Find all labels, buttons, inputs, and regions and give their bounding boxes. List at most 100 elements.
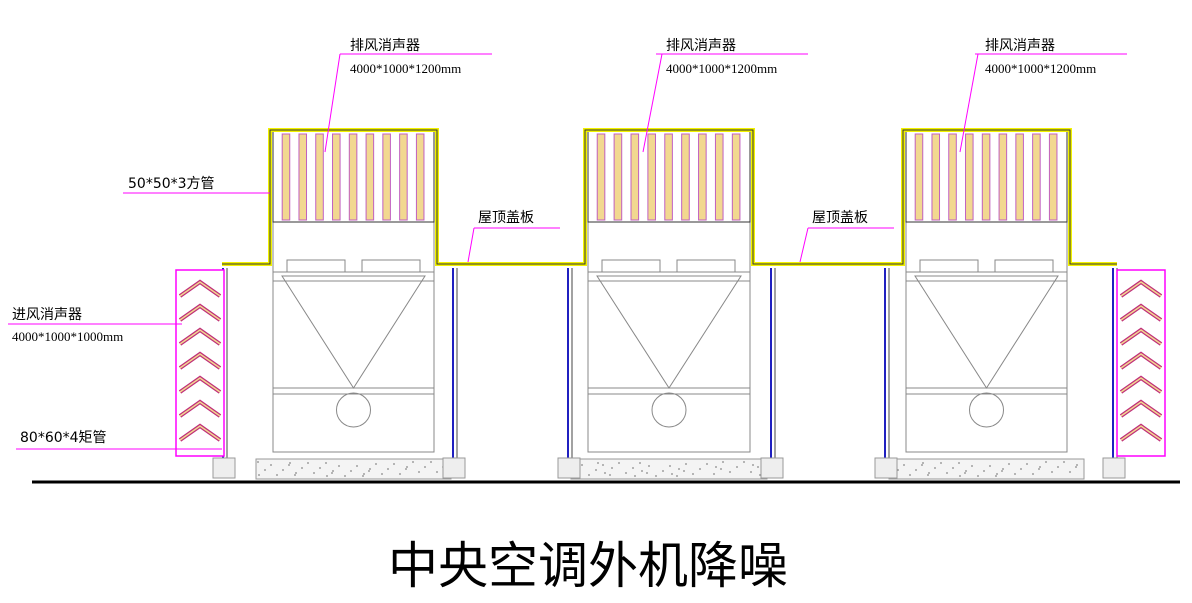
base-speck-2-3	[646, 472, 648, 474]
base-speck-1-8	[325, 462, 327, 464]
silencer-baffle-2-1	[596, 133, 606, 221]
base-speck-2-30	[685, 463, 687, 465]
base-speck-3-7	[921, 464, 923, 466]
base-speck-1-40	[363, 473, 365, 475]
ac-unit-coil-2	[596, 275, 742, 389]
silencer-baffle-3-5	[981, 133, 991, 221]
base-speck-3-18	[946, 472, 948, 474]
base-speck-1-28	[301, 467, 303, 469]
column-footing-6	[1102, 457, 1126, 479]
base-speck-3-24	[977, 475, 979, 477]
base-speck-2-16	[743, 461, 745, 463]
base-speck-3-39	[959, 475, 961, 477]
ac-unit-coil-1	[281, 275, 426, 389]
silencer-baffle-3-8	[1032, 133, 1041, 221]
silencer-baffle-3-1	[914, 133, 924, 221]
concrete-base-3	[888, 458, 1085, 480]
base-speck-1-11	[436, 471, 438, 473]
base-speck-2-19	[662, 470, 664, 472]
base-speck-1-14	[356, 465, 358, 467]
silencer-baffle-3-9	[1048, 133, 1058, 221]
base-speck-2-32	[759, 474, 761, 476]
base-speck-1-17	[276, 474, 278, 476]
column-footing-3	[557, 457, 581, 479]
base-speck-3-29	[971, 465, 973, 467]
silencer-baffle-1-1	[281, 133, 291, 221]
base-speck-1-38	[289, 462, 291, 464]
base-speck-1-36	[406, 466, 408, 468]
leader-2	[642, 53, 663, 153]
base-speck-3-16	[1063, 461, 1065, 463]
leader-1	[324, 53, 341, 153]
base-speck-2-36	[715, 466, 717, 468]
fan-icon-2	[651, 392, 687, 428]
fan-housing-left-1	[286, 259, 346, 273]
intake-silencer-left-chevron-fill-1	[179, 281, 221, 297]
base-speck-3-37	[1076, 464, 1078, 466]
base-speck-3-17	[909, 474, 911, 476]
base-speck-3-10	[1032, 473, 1034, 475]
silencer-baffle-2-9	[731, 133, 741, 221]
base-speck-3-31	[1045, 461, 1047, 463]
base-speck-2-23	[618, 462, 620, 464]
base-speck-1-16	[430, 461, 432, 463]
intake-silencer-left-chevron-fill-7	[179, 425, 221, 441]
base-speck-2-21	[736, 466, 738, 468]
base-speck-1-33	[295, 472, 297, 474]
base-speck-1-3	[331, 472, 333, 474]
base-speck-1-4	[368, 470, 370, 472]
base-speck-3-34	[965, 470, 967, 472]
roof-leader-2	[799, 227, 809, 263]
base-speck-3-23	[940, 462, 942, 464]
base-speck-3-9	[995, 475, 997, 477]
silencer-baffle-3-6	[998, 133, 1008, 221]
column-footing-2	[442, 457, 466, 479]
exhaust-silencer-label-2: 排风消声器	[666, 38, 736, 54]
base-speck-2-4	[683, 470, 685, 472]
base-speck-2-2	[609, 474, 611, 476]
roof-leader-1	[467, 227, 475, 263]
intake-silencer-right-chevron-fill-6	[1120, 401, 1162, 417]
intake-silencer-right-chevron-fill-7	[1120, 425, 1162, 441]
base-speck-1-35	[369, 468, 371, 470]
exhaust-plenum-3	[905, 221, 1068, 273]
base-speck-3-28	[934, 467, 936, 469]
exhaust-silencer-size-1: 4000*1000*1200mm	[350, 61, 461, 76]
silencer-baffle-2-4	[647, 133, 656, 221]
base-speck-2-12	[595, 469, 597, 471]
base-speck-1-15	[393, 463, 395, 465]
base-speck-2-34	[641, 470, 643, 472]
base-speck-3-26	[1051, 471, 1053, 473]
base-speck-1-2	[294, 474, 296, 476]
base-speck-2-31	[722, 461, 724, 463]
base-speck-2-13	[632, 467, 634, 469]
base-speck-3-21	[1057, 466, 1059, 468]
silencer-baffle-3-2	[931, 133, 941, 221]
base-speck-2-26	[729, 471, 731, 473]
silencer-baffle-1-2	[298, 133, 308, 221]
ac-unit-coil-3	[914, 275, 1059, 389]
base-speck-3-3	[964, 472, 966, 474]
base-speck-3-4	[1001, 470, 1003, 472]
fan-housing-right-2	[676, 259, 736, 273]
base-speck-1-32	[258, 474, 260, 476]
base-speck-2-5	[720, 468, 722, 470]
base-speck-1-13	[319, 467, 321, 469]
base-speck-2-25	[692, 473, 694, 475]
drawing-structure	[8, 53, 1180, 484]
base-speck-3-6	[1075, 466, 1077, 468]
base-speck-1-5	[405, 468, 407, 470]
silencer-baffle-2-5	[664, 133, 673, 221]
base-speck-3-38	[922, 462, 924, 464]
concrete-base-1	[255, 458, 452, 480]
base-speck-2-18	[625, 472, 627, 474]
base-speck-1-22	[270, 464, 272, 466]
base-speck-1-18	[313, 472, 315, 474]
base-speck-2-8	[639, 462, 641, 464]
silencer-baffle-1-7	[382, 133, 391, 221]
roof-panel-label-2: 屋顶盖板	[812, 210, 868, 226]
base-speck-2-6	[757, 466, 759, 468]
intake-silencer-left-chevron-fill-3	[179, 329, 221, 345]
column-footing-4	[760, 457, 784, 479]
